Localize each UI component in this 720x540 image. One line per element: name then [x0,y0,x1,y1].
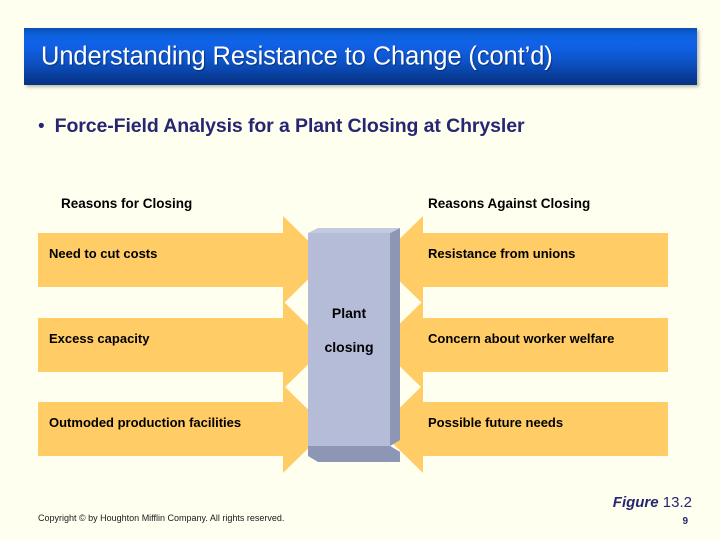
center-outcome-box [308,228,400,462]
right-column-heading: Reasons Against Closing [428,196,591,211]
restraining-force-label-1: Resistance from unions [428,246,576,261]
restraining-force-label-3: Possible future needs [428,415,564,430]
restraining-force-label-2: Concern about worker welfare [428,331,615,346]
driving-force-arrow-2 [38,301,328,389]
driving-force-arrow-1 [38,216,328,304]
copyright-notice: Copyright © by Houghton Mifflin Company.… [38,513,285,523]
page-title: Understanding Resistance to Change (cont… [41,42,553,70]
bullet-line: • Force-Field Analysis for a Plant Closi… [38,115,525,138]
center-label-line-2: closing [324,339,374,355]
left-column-heading: Reasons for Closing [61,196,193,211]
driving-force-label-2: Excess capacity [49,331,150,346]
bullet-marker-icon: • [38,116,45,137]
restraining-force-arrow-1 [378,216,668,304]
restraining-force-arrow-3 [378,385,668,473]
figure-word: Figure [612,494,659,511]
driving-force-arrow-3 [38,385,328,473]
driving-force-label-1: Need to cut costs [49,246,158,261]
slide-title-bar: Understanding Resistance to Change (cont… [24,28,697,85]
driving-force-label-3: Outmoded production facilities [49,415,242,430]
bullet-text: Force-Field Analysis for a Plant Closing… [54,115,525,137]
restraining-force-arrow-2 [378,301,668,389]
figure-caption: Figure 13.2 [613,494,692,511]
page-number: 9 [682,516,688,527]
center-label-line-1: Plant [331,305,367,321]
figure-number: 13.2 [662,494,692,511]
